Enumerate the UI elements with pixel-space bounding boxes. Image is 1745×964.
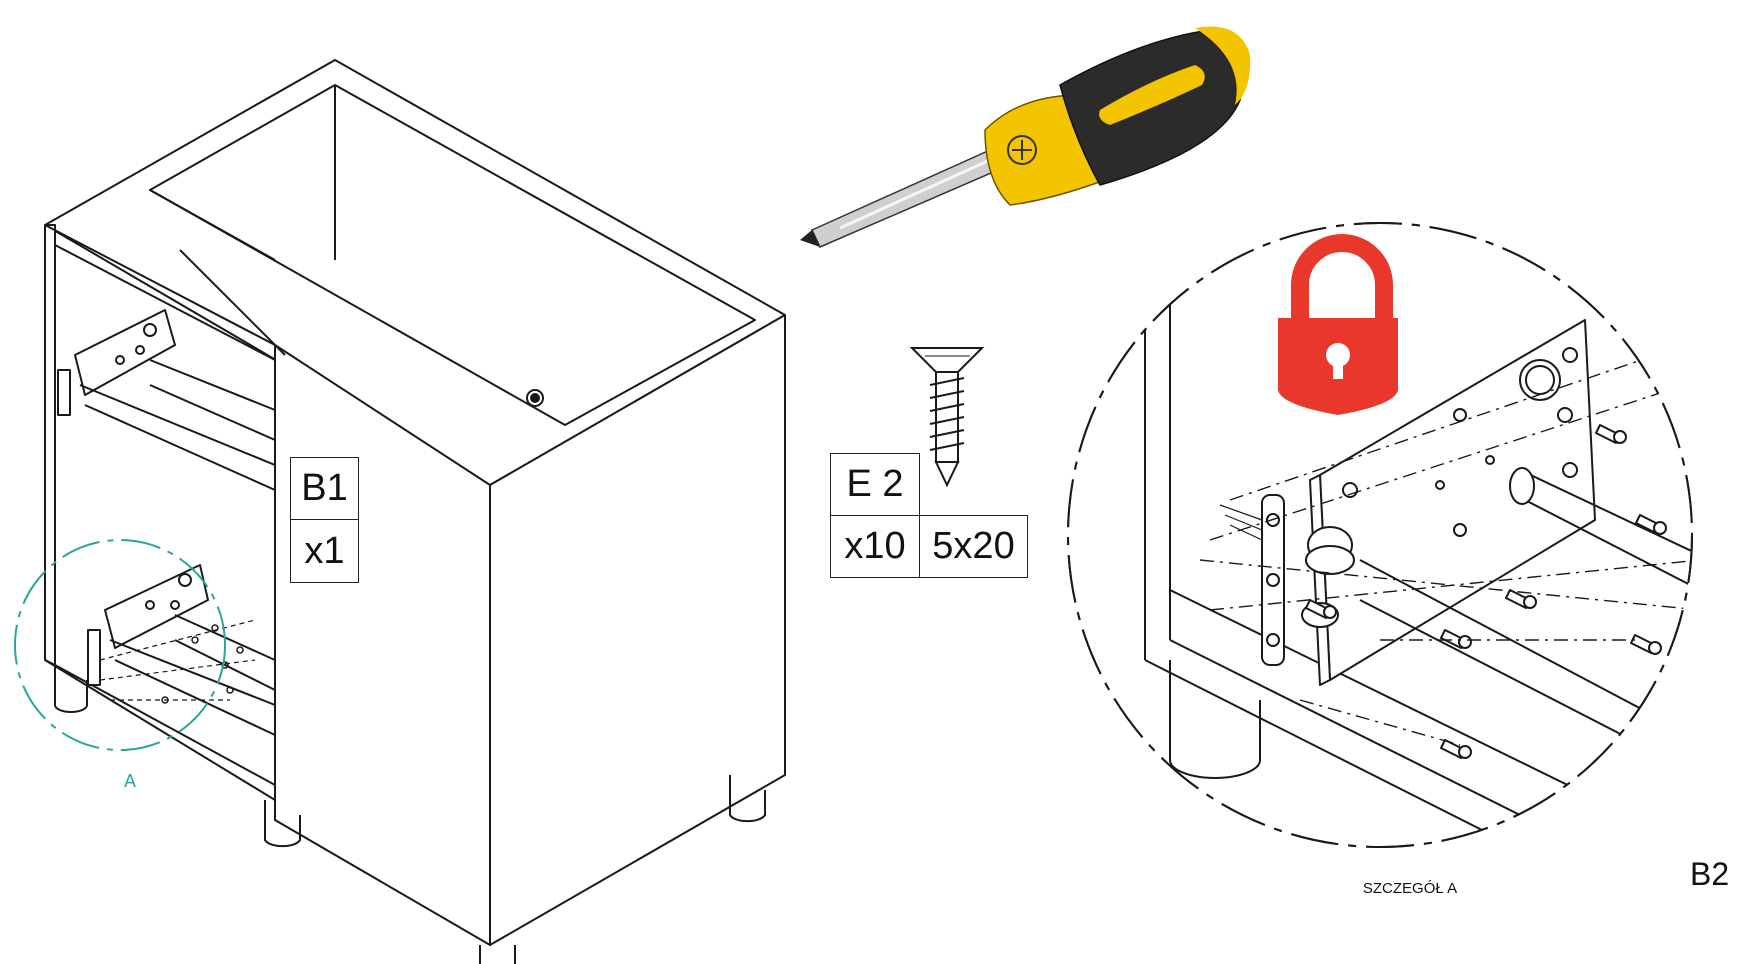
- step-label: B2: [1690, 856, 1729, 892]
- padlock-locked-icon: [1278, 234, 1398, 415]
- screw-qty: x10: [830, 515, 920, 578]
- detail-a-view: [1067, 222, 1693, 848]
- screw-code: E 2: [830, 453, 920, 516]
- part-qty: x1: [304, 529, 345, 572]
- screw-size: 5x20: [919, 515, 1028, 578]
- screw-label-table: E 2 x10 5x20: [830, 453, 1028, 578]
- part-code: B1: [291, 458, 358, 520]
- cabinet-drawing: [44, 59, 786, 964]
- phillips-screwdriver-icon: [800, 26, 1251, 248]
- part-label-table: B1 x1: [290, 457, 359, 583]
- detail-a-marker: A: [14, 539, 226, 791]
- detail-marker-label: A: [124, 771, 136, 791]
- wood-screw-icon: [909, 347, 985, 488]
- detail-caption: SZCZEGÓŁ A: [1363, 880, 1457, 897]
